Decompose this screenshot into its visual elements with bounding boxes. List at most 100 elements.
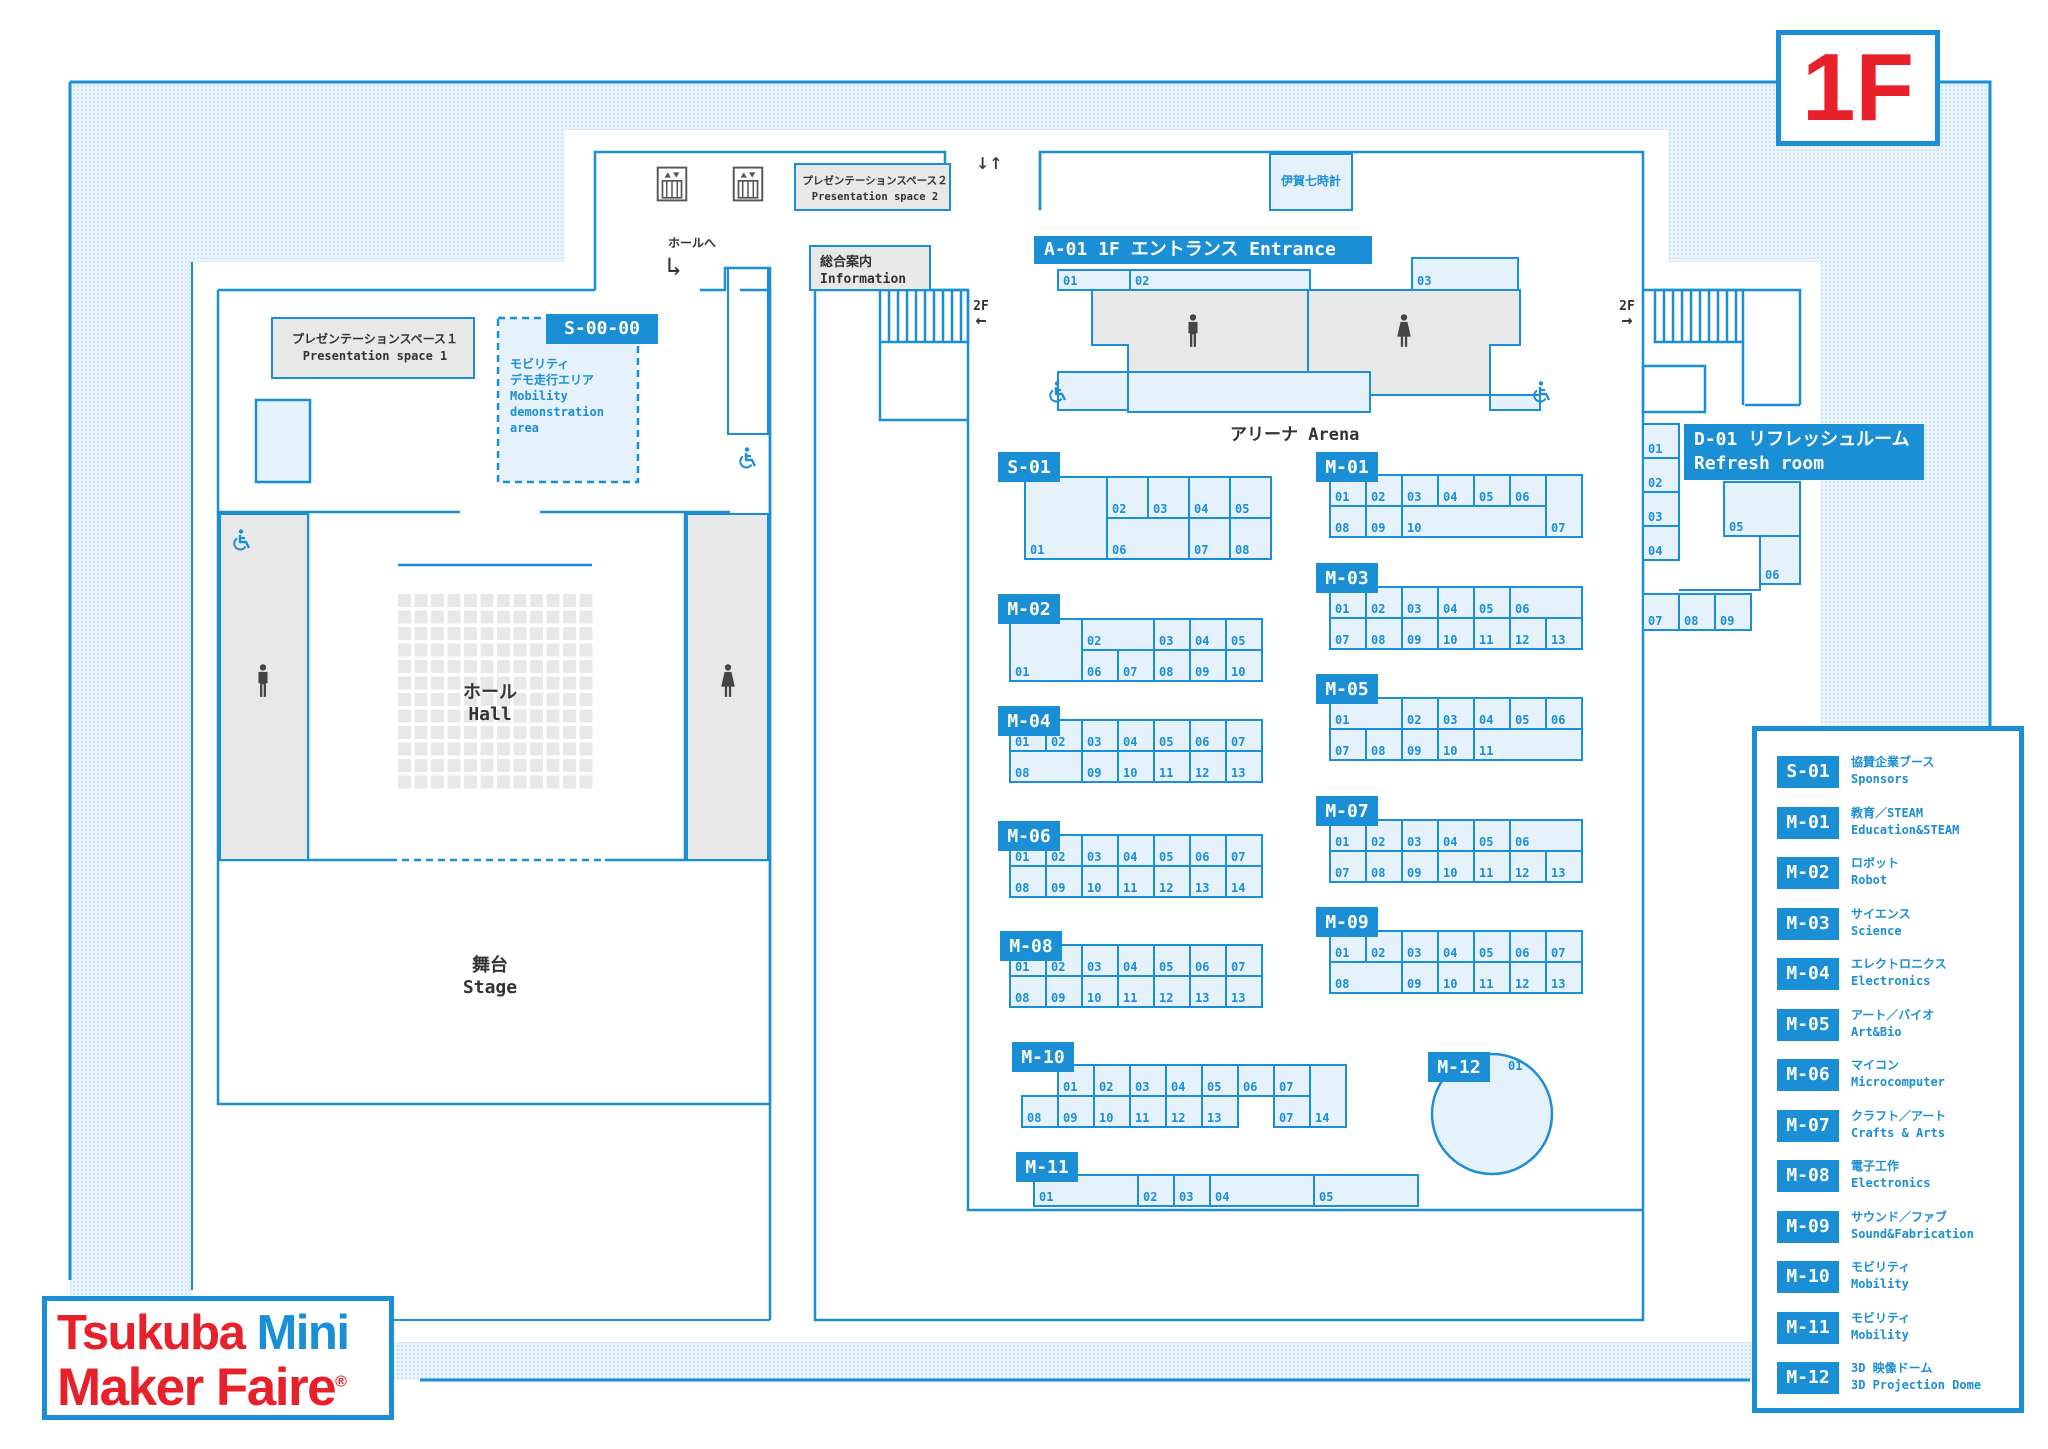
booth-m-08-04[interactable]: 04	[1117, 944, 1155, 977]
booth-s-01-03[interactable]: 03	[1147, 476, 1190, 519]
booth-m-11-03[interactable]: 03	[1173, 1174, 1211, 1207]
booth-m-01-09[interactable]: 09	[1365, 505, 1403, 538]
booth-s-01-04[interactable]: 04	[1188, 476, 1231, 519]
booth-m-04-10[interactable]: 10	[1117, 750, 1155, 783]
booth-m-09-08[interactable]: 08	[1329, 961, 1403, 994]
booth-m-10-13[interactable]: 13	[1201, 1095, 1239, 1128]
booth-m-05-03[interactable]: 03	[1437, 697, 1475, 730]
booth-m-10-05[interactable]: 05	[1201, 1064, 1239, 1097]
booth-m-03-05[interactable]: 05	[1473, 586, 1511, 619]
booth-m-06-14[interactable]: 14	[1225, 865, 1263, 898]
booth-m-08-03[interactable]: 03	[1081, 944, 1119, 977]
booth-m-05-02[interactable]: 02	[1401, 697, 1439, 730]
booth-m-03-12[interactable]: 12	[1509, 617, 1547, 650]
booth-m-09-06[interactable]: 06	[1509, 930, 1547, 963]
booth-m-11-02[interactable]: 02	[1137, 1174, 1175, 1207]
booth-m-06-13[interactable]: 13	[1189, 865, 1227, 898]
booth-m-05-06[interactable]: 06	[1545, 697, 1583, 730]
booth-m-07-07[interactable]: 07	[1329, 850, 1367, 883]
booth-m-03-09[interactable]: 09	[1401, 617, 1439, 650]
booth-d-01-09[interactable]: 09	[1714, 593, 1752, 631]
booth-m-05-07[interactable]: 07	[1329, 728, 1367, 761]
booth-m-08-11[interactable]: 11	[1117, 975, 1155, 1008]
booth-m-08-06[interactable]: 06	[1189, 944, 1227, 977]
booth-a-01-01[interactable]: 01	[1057, 269, 1131, 291]
booth-m-11-04[interactable]: 04	[1209, 1174, 1315, 1207]
booth-m-06-08[interactable]: 08	[1009, 865, 1047, 898]
booth-m-04-05[interactable]: 05	[1153, 719, 1191, 752]
booth-m-09-13[interactable]: 13	[1545, 961, 1583, 994]
booth-d-01-07[interactable]: 07	[1642, 593, 1680, 631]
booth-m-07-10[interactable]: 10	[1437, 850, 1475, 883]
booth-m-02-07[interactable]: 07	[1117, 649, 1155, 682]
booth-m-09-09[interactable]: 09	[1401, 961, 1439, 994]
booth-m-08-08[interactable]: 08	[1009, 975, 1047, 1008]
booth-m-08-07[interactable]: 07	[1225, 944, 1263, 977]
booth-d-01-03[interactable]: 03	[1642, 491, 1680, 527]
booth-s-01-06[interactable]: 06	[1106, 517, 1190, 560]
booth-a-01-03[interactable]: 03	[1411, 257, 1519, 291]
booth-m-09-07[interactable]: 07	[1545, 930, 1583, 963]
booth-m-06-04[interactable]: 04	[1117, 834, 1155, 867]
booth-m-06-06[interactable]: 06	[1189, 834, 1227, 867]
booth-a-01-02[interactable]: 02	[1129, 269, 1311, 291]
booth-m-06-09[interactable]: 09	[1045, 865, 1083, 898]
booth-m-03-11[interactable]: 11	[1473, 617, 1511, 650]
booth-m-06-10[interactable]: 10	[1081, 865, 1119, 898]
booth-m-12-01[interactable]: 01	[1430, 1052, 1554, 1176]
booth-m-05-04[interactable]: 04	[1473, 697, 1511, 730]
booth-m-01-10[interactable]: 10	[1401, 505, 1547, 538]
booth-m-08-13[interactable]: 13	[1189, 975, 1227, 1008]
booth-m-10-09[interactable]: 09	[1057, 1095, 1095, 1128]
booth-m-10-07[interactable]: 07	[1273, 1095, 1311, 1128]
booth-m-10-10[interactable]: 10	[1093, 1095, 1131, 1128]
booth-m-08-09[interactable]: 09	[1045, 975, 1083, 1008]
booth-m-07-08[interactable]: 08	[1365, 850, 1403, 883]
booth-m-07-06[interactable]: 06	[1509, 819, 1583, 852]
booth-m-04-04[interactable]: 04	[1117, 719, 1155, 752]
booth-m-03-06[interactable]: 06	[1509, 586, 1583, 619]
booth-m-07-12[interactable]: 12	[1509, 850, 1547, 883]
booth-m-10-14[interactable]: 14	[1309, 1064, 1347, 1128]
booth-m-05-09[interactable]: 09	[1401, 728, 1439, 761]
booth-m-04-12[interactable]: 12	[1189, 750, 1227, 783]
booth-m-10-11[interactable]: 11	[1129, 1095, 1167, 1128]
booth-m-05-05[interactable]: 05	[1509, 697, 1547, 730]
booth-m-05-11[interactable]: 11	[1473, 728, 1583, 761]
booth-m-07-05[interactable]: 05	[1473, 819, 1511, 852]
booth-m-02-03[interactable]: 03	[1153, 618, 1191, 651]
booth-m-01-08[interactable]: 08	[1329, 505, 1367, 538]
booth-m-07-04[interactable]: 04	[1437, 819, 1475, 852]
booth-m-07-11[interactable]: 11	[1473, 850, 1511, 883]
booth-m-09-11[interactable]: 11	[1473, 961, 1511, 994]
booth-s-01-08[interactable]: 08	[1229, 517, 1272, 560]
booth-m-07-09[interactable]: 09	[1401, 850, 1439, 883]
booth-m-02-10[interactable]: 10	[1225, 649, 1263, 682]
booth-m-11-05[interactable]: 05	[1313, 1174, 1419, 1207]
booth-m-01-05[interactable]: 05	[1473, 474, 1511, 507]
booth-m-09-03[interactable]: 03	[1401, 930, 1439, 963]
booth-m-01-02[interactable]: 02	[1365, 474, 1403, 507]
booth-m-04-13[interactable]: 13	[1225, 750, 1263, 783]
booth-s-01-07[interactable]: 07	[1188, 517, 1231, 560]
booth-m-10-02[interactable]: 02	[1093, 1064, 1131, 1097]
booth-m-02-04[interactable]: 04	[1189, 618, 1227, 651]
booth-m-02-01[interactable]: 01	[1009, 618, 1083, 682]
booth-m-10-04[interactable]: 04	[1165, 1064, 1203, 1097]
booth-m-04-03[interactable]: 03	[1081, 719, 1119, 752]
booth-m-02-05[interactable]: 05	[1225, 618, 1263, 651]
booth-m-07-13[interactable]: 13	[1545, 850, 1583, 883]
booth-m-05-08[interactable]: 08	[1365, 728, 1403, 761]
booth-m-10-12[interactable]: 12	[1165, 1095, 1203, 1128]
booth-m-04-06[interactable]: 06	[1189, 719, 1227, 752]
booth-m-05-10[interactable]: 10	[1437, 728, 1475, 761]
booth-m-06-03[interactable]: 03	[1081, 834, 1119, 867]
booth-m-04-11[interactable]: 11	[1153, 750, 1191, 783]
booth-m-10-07[interactable]: 07	[1273, 1064, 1311, 1097]
booth-m-09-05[interactable]: 05	[1473, 930, 1511, 963]
booth-m-03-07[interactable]: 07	[1329, 617, 1367, 650]
booth-m-08-05[interactable]: 05	[1153, 944, 1191, 977]
booth-m-03-10[interactable]: 10	[1437, 617, 1475, 650]
booth-s-01-05[interactable]: 05	[1229, 476, 1272, 519]
booth-m-06-07[interactable]: 07	[1225, 834, 1263, 867]
